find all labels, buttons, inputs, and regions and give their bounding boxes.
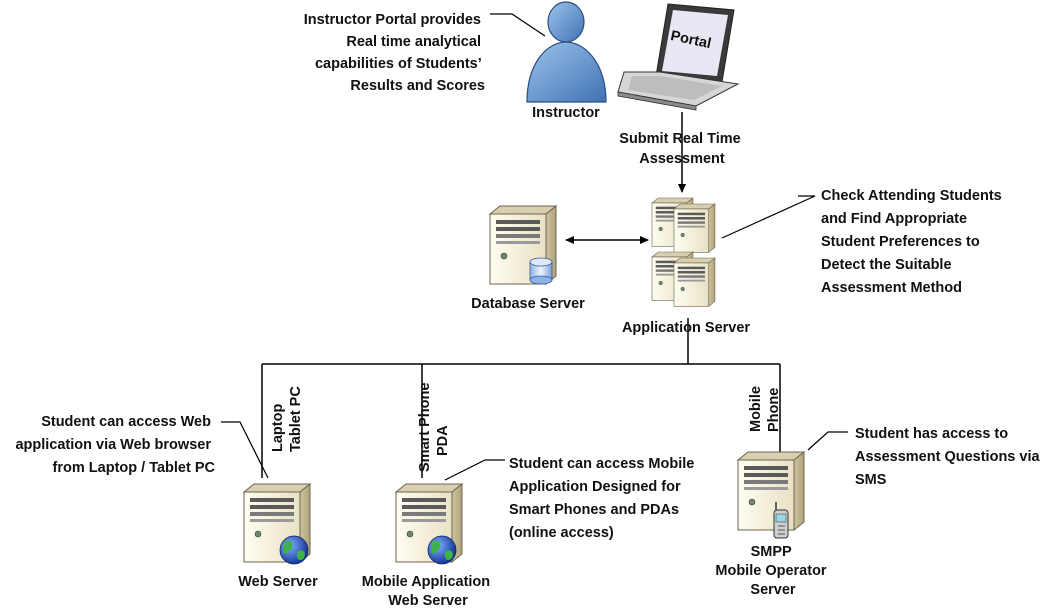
web-server-icon — [243, 483, 311, 565]
smpp-server-icon — [737, 451, 805, 539]
app-note-line: Assessment Method — [821, 280, 962, 296]
smpp-server-label: SMPP Mobile Operator Server — [715, 544, 830, 598]
smpp-server-note: Student has access to Assessment Questio… — [855, 426, 1044, 488]
mobile-app-server-icon — [395, 483, 463, 565]
app-note-line: Check Attending Students — [821, 188, 1002, 204]
submit-label-line: Submit Real Time — [619, 131, 740, 147]
branch-smartphone-line: PDA — [435, 425, 451, 456]
callout-lines — [221, 13, 848, 481]
web-server-label: Web Server — [238, 574, 318, 590]
instructor-person-icon — [526, 1, 607, 103]
globe-icon — [279, 535, 309, 565]
app-note-line: Student Preferences to — [821, 234, 980, 250]
app-note-line: Detect the Suitable — [821, 257, 952, 273]
smpp-note-line: Assessment Questions via — [855, 449, 1040, 465]
web-server-note: Student can access Web application via W… — [15, 414, 215, 476]
application-server-note: Check Attending Students and Find Approp… — [821, 188, 1006, 296]
globe-icon — [427, 535, 457, 565]
smpp-note-line: SMS — [855, 472, 887, 488]
mobile-app-note-line: Student can access Mobile — [509, 456, 694, 472]
branch-laptop-line: Tablet PC — [288, 386, 304, 452]
portal-laptop-icon — [617, 3, 740, 111]
mobile-app-server-label: Mobile Application Web Server — [362, 574, 494, 609]
branch-label-mobile: Mobile Phone — [748, 382, 782, 432]
mobile-app-label-line: Mobile Application — [362, 574, 490, 590]
instructor-label: Instructor — [532, 105, 600, 121]
database-server-label: Database Server — [471, 296, 585, 312]
smpp-note-line: Student has access to — [855, 426, 1008, 442]
web-note-line: from Laptop / Tablet PC — [53, 460, 216, 476]
branch-label-smartphone: Smart Phone PDA — [417, 379, 451, 472]
branch-label-laptop: Laptop Tablet PC — [270, 386, 304, 452]
connector-lines — [261, 112, 781, 478]
mobile-app-server-note: Student can access Mobile Application De… — [509, 456, 698, 541]
web-note-line: application via Web browser — [15, 437, 211, 453]
smpp-label-line: Mobile Operator — [715, 563, 827, 579]
database-server-icon — [489, 205, 557, 285]
application-server-label: Application Server — [622, 320, 750, 336]
instructor-note: Instructor Portal provides Real time ana… — [304, 12, 485, 94]
instructor-note-line: capabilities of Students’ — [315, 56, 482, 72]
branch-laptop-line: Laptop — [270, 404, 286, 452]
instructor-note-line: Results and Scores — [350, 78, 485, 94]
mobile-app-note-line: Smart Phones and PDAs — [509, 502, 679, 518]
branch-mobile-line: Mobile — [748, 386, 764, 432]
mobile-phone-icon — [773, 502, 789, 539]
submit-label-line: Assessment — [639, 151, 725, 167]
app-note-line: and Find Appropriate — [821, 211, 967, 227]
mobile-app-label-line: Web Server — [388, 593, 468, 609]
mobile-app-note-line: (online access) — [509, 525, 614, 541]
branch-smartphone-line: Smart Phone — [417, 383, 433, 472]
instructor-note-line: Instructor Portal provides — [304, 12, 481, 28]
submit-assessment-label: Submit Real Time Assessment — [619, 131, 744, 167]
mobile-app-note-line: Application Designed for — [509, 479, 681, 495]
web-note-line: Student can access Web — [41, 414, 211, 430]
smpp-label-line: Server — [750, 582, 796, 598]
branch-mobile-line: Phone — [766, 388, 782, 432]
smpp-label-line: SMPP — [751, 544, 792, 560]
application-server-icon — [651, 197, 716, 307]
instructor-note-line: Real time analytical — [346, 34, 481, 50]
